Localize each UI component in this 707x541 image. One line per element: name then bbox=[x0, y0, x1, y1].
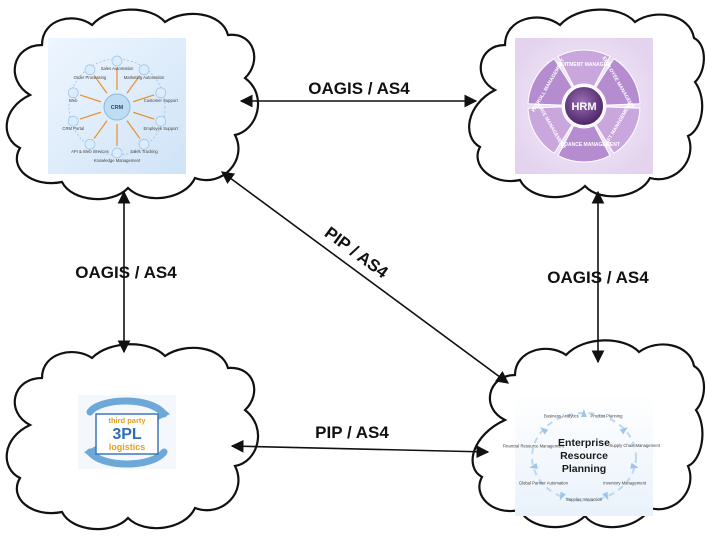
label-crm-3pl: OAGIS / AS4 bbox=[75, 263, 177, 282]
hrm-core bbox=[563, 85, 605, 127]
crm-spoke bbox=[79, 111, 102, 120]
crm-node bbox=[84, 138, 96, 150]
hrm-segment bbox=[527, 106, 573, 155]
crm-spoke bbox=[93, 75, 108, 94]
hrm-segment-label: ATTENDANCE MANAGEMENT bbox=[548, 142, 620, 148]
crm-center-label: CRM bbox=[111, 105, 124, 111]
crm-node-label: Customer Support bbox=[144, 98, 179, 103]
crm-node bbox=[138, 64, 150, 76]
crm-node-label: Order Processing bbox=[74, 75, 107, 80]
hrm-segment bbox=[557, 49, 611, 88]
erp-cycle-arrow bbox=[619, 427, 628, 435]
crm-node bbox=[138, 138, 150, 150]
crm-node bbox=[111, 147, 123, 159]
3pl-line3: logistics bbox=[109, 442, 146, 452]
crm-node bbox=[67, 115, 79, 127]
erp-title-line-3: Planning bbox=[562, 463, 606, 475]
erp-title-line-1: Enterprise bbox=[558, 437, 610, 449]
label-hrm-erp: OAGIS / AS4 bbox=[547, 268, 649, 287]
erp-image: Business Analytics Product PlanningSupply… bbox=[503, 394, 661, 516]
link-crm-erp bbox=[220, 171, 510, 384]
crm-node-label: Sales Automation bbox=[101, 66, 134, 71]
erp-cycle-arrow bbox=[630, 462, 639, 469]
crm-spoke bbox=[93, 120, 108, 139]
3pl-line1: third party bbox=[108, 416, 146, 425]
crm-node-label: API & Web Services bbox=[71, 149, 109, 154]
crm-node-label: Knowledge Management bbox=[94, 158, 141, 163]
erp-cycle bbox=[531, 412, 637, 502]
crm-spoke bbox=[126, 120, 141, 139]
erp-item-label: Business Analytics bbox=[544, 413, 579, 418]
crm-node-label: CRM Portal bbox=[62, 126, 84, 131]
crm-node bbox=[111, 55, 123, 67]
erp-item-label: Global Partner Automation bbox=[519, 480, 569, 485]
link-3pl-erp bbox=[230, 439, 490, 459]
erp-cycle-arrow bbox=[559, 491, 566, 501]
hrm-segment bbox=[595, 57, 641, 106]
crm-spoke bbox=[132, 94, 155, 103]
label-3pl-erp: PIP / AS4 bbox=[315, 423, 389, 442]
hrm-segment-label: RECRUITMENT MANAGEMENT bbox=[547, 62, 621, 68]
hrm-segment bbox=[595, 106, 641, 155]
hrm-segment bbox=[557, 124, 611, 163]
erp-item-label: Inventory Management bbox=[603, 480, 647, 485]
crm-node bbox=[155, 115, 167, 127]
crm-spoke bbox=[126, 75, 141, 94]
crm-node bbox=[67, 87, 79, 99]
erp-cycle-arrow bbox=[529, 462, 538, 469]
hrm-center-label: HRM bbox=[571, 101, 596, 113]
crm-node-label: Marketing Automation bbox=[124, 75, 165, 80]
erp-cycle-arrow bbox=[580, 409, 587, 418]
crm-spoke bbox=[79, 94, 102, 103]
erp-item-label: Product Planning bbox=[591, 413, 624, 418]
crm-node bbox=[155, 87, 167, 99]
crm-node-label: Web bbox=[69, 98, 78, 103]
crm-spoke bbox=[132, 111, 155, 120]
3pl-line2: 3PL bbox=[112, 426, 142, 443]
crm-node bbox=[84, 64, 96, 76]
erp-item-label: Supplier Interaction bbox=[566, 497, 603, 502]
erp-title-line-2: Resource bbox=[560, 450, 608, 462]
erp-item-label: Supply Chain Management bbox=[609, 443, 660, 448]
erp-cycle-arrow bbox=[602, 491, 609, 501]
3pl-logo: third party 3PL logistics bbox=[78, 395, 176, 469]
hrm-segment bbox=[527, 57, 573, 106]
erp-cycle-arrow bbox=[540, 427, 549, 435]
crm-hub bbox=[103, 93, 131, 121]
crm-node-label: Employee Support bbox=[144, 126, 179, 131]
erp-item-label: Financial Resource Management bbox=[503, 443, 565, 448]
label-crm-hrm: OAGIS / AS4 bbox=[308, 79, 410, 98]
crm-node-label: Sales Tracking bbox=[130, 149, 158, 154]
